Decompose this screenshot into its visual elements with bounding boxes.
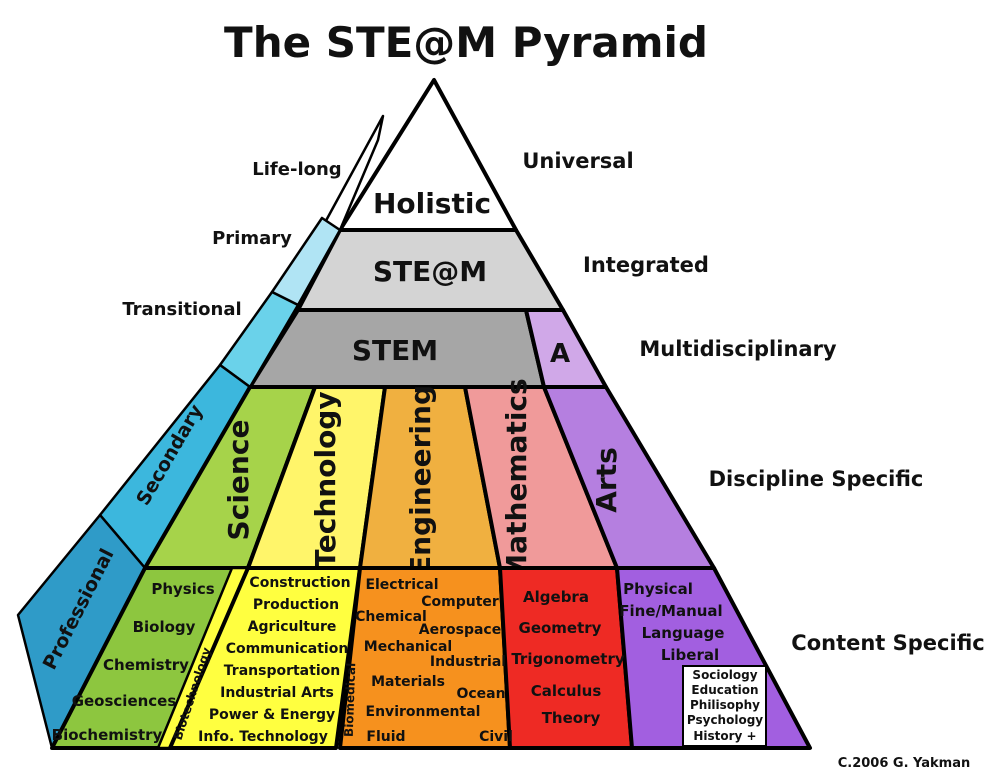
engineering-item: Environmental: [366, 704, 481, 720]
holistic-label: Holistic: [373, 187, 491, 220]
arts-box-item: Education: [691, 683, 758, 697]
content-specific-label: Content Specific: [791, 631, 984, 655]
technology-item: Power & Energy: [209, 707, 335, 723]
engineering-item: Mechanical: [364, 639, 452, 655]
engineering-label: Engineering: [404, 385, 437, 575]
page-title: The STE@M Pyramid: [224, 18, 708, 67]
engineering-item: Electrical: [365, 577, 438, 593]
technology-item: Industrial Arts: [220, 685, 334, 701]
universal-label: Universal: [522, 149, 633, 173]
technology-item: Communication: [226, 641, 349, 657]
arts-item: Language: [642, 624, 725, 642]
arts-box-item: Philisophy: [690, 698, 760, 712]
arts-box-item: History +: [693, 729, 756, 743]
science-item: Biochemistry: [52, 726, 163, 744]
biomedical-label: Biomedical: [342, 663, 359, 738]
science-item: Geosciences: [72, 692, 177, 710]
technology-item: Production: [253, 597, 339, 613]
technology-item: Transportation: [224, 663, 340, 679]
engineering-item: Aerospace: [419, 622, 501, 638]
credit-text: C.2006 G. Yakman: [838, 756, 971, 771]
engineering-item: Computer: [421, 594, 499, 610]
mathematics-item: Algebra: [523, 588, 589, 606]
engineering-item: Materials: [371, 674, 445, 690]
mathematics-item: Calculus: [531, 682, 602, 700]
arts-label: Arts: [590, 447, 623, 513]
science-item: Biology: [133, 618, 196, 636]
integrated-label: Integrated: [583, 253, 709, 277]
technology-label: Technology: [309, 391, 342, 568]
arts-box-item: Psychology: [687, 713, 763, 727]
technology-item: Agriculture: [248, 619, 337, 635]
mathematics-label: Mathematics: [500, 378, 533, 581]
steam-label: STE@M: [373, 255, 487, 288]
technology-item: Construction: [249, 575, 350, 591]
arts-item: Liberal: [661, 646, 719, 664]
technology-content-block: [168, 566, 362, 750]
discipline-specific-label: Discipline Specific: [709, 467, 924, 491]
arts-item: Physical: [623, 580, 693, 598]
arts-item: Fine/Manual: [619, 602, 722, 620]
technology-item: Info. Technology: [198, 729, 328, 745]
science-label: Science: [222, 420, 255, 541]
engineering-item: Ocean: [456, 686, 505, 702]
mathematics-item: Geometry: [519, 619, 602, 637]
mathematics-item: Theory: [542, 709, 601, 727]
engineering-item: Chemical: [355, 609, 427, 625]
engineering-item: Fluid: [366, 729, 405, 745]
science-item: Chemistry: [103, 656, 189, 674]
a-label: A: [550, 339, 570, 369]
transitional-label: Transitional: [122, 299, 241, 320]
engineering-item: Industrial: [430, 654, 506, 670]
arts-subjects-box: [682, 665, 767, 747]
mathematics-item: Trigonometry: [511, 650, 625, 668]
life-long-label: Life-long: [252, 159, 341, 180]
primary-label: Primary: [212, 228, 292, 249]
science-item: Physics: [151, 580, 214, 598]
arts-box-item: Sociology: [692, 668, 757, 682]
stem-label: STEM: [352, 334, 438, 367]
engineering-item: Civil: [479, 729, 513, 745]
multidisciplinary-label: Multidisciplinary: [639, 337, 837, 361]
